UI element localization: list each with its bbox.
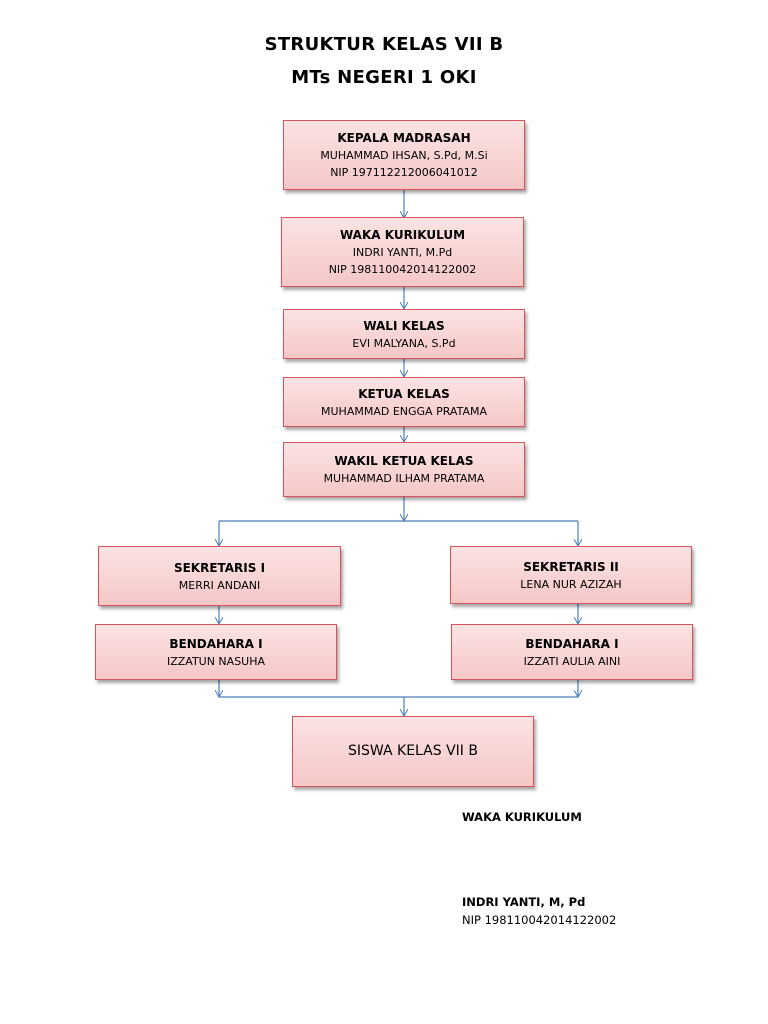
- node-role: WAKA KURIKULUM: [339, 228, 466, 242]
- node-role: KETUA KELAS: [358, 386, 450, 401]
- node-role: WAKIL KETUA KELAS: [334, 454, 474, 468]
- node-person-name: MUHAMMAD ILHAM PRATAMA: [323, 472, 485, 485]
- page-title: STRUKTUR KELAS VII B: [264, 34, 504, 55]
- node-person-name: MERRI ANDANI: [178, 578, 261, 592]
- node-sekretaris-2: SEKRETARIS II LENA NUR AZIZAH: [450, 546, 692, 604]
- node-nip: NIP 198110042014122002: [328, 263, 477, 276]
- node-person-name: MUHAMMAD ENGGA PRATAMA: [321, 404, 487, 418]
- node-kepala-madrasah: KEPALA MADRASAH MUHAMMAD IHSAN, S.Pd, M.…: [283, 120, 525, 190]
- node-bendahara-2: BENDAHARA I IZZATI AULIA AINI: [451, 624, 693, 680]
- node-role: BENDAHARA I: [169, 636, 263, 651]
- node-person-name: MUHAMMAD IHSAN, S.Pd, M.Si: [320, 149, 488, 162]
- node-role: BENDAHARA I: [525, 636, 619, 651]
- node-wali-kelas: WALI KELAS EVI MALYANA, S.Pd: [283, 309, 525, 359]
- node-person-name: IZZATUN NASUHA: [166, 654, 266, 668]
- node-sekretaris-1: SEKRETARIS I MERRI ANDANI: [98, 546, 341, 606]
- node-siswa-kelas: SISWA KELAS VII B: [292, 716, 534, 787]
- node-role: WALI KELAS: [363, 318, 445, 333]
- node-nip: NIP 197112212006041012: [330, 166, 478, 179]
- node-role: SEKRETARIS I: [173, 560, 266, 575]
- node-role: KEPALA MADRASAH: [337, 131, 471, 145]
- node-person-name: IZZATI AULIA AINI: [523, 654, 621, 668]
- page-subtitle: MTs NEGERI 1 OKI: [291, 67, 477, 88]
- node-ketua-kelas: KETUA KELAS MUHAMMAD ENGGA PRATAMA: [283, 377, 525, 427]
- node-role: SEKRETARIS II: [523, 559, 619, 574]
- node-wakil-ketua-kelas: WAKIL KETUA KELAS MUHAMMAD ILHAM PRATAMA: [283, 442, 525, 497]
- node-person-name: EVI MALYANA, S.Pd: [352, 336, 456, 350]
- node-bendahara-1: BENDAHARA I IZZATUN NASUHA: [95, 624, 337, 680]
- node-waka-kurikulum: WAKA KURIKULUM INDRI YANTI, M.Pd NIP 198…: [281, 217, 524, 287]
- signature-position: WAKA KURIKULUM: [462, 810, 582, 824]
- signature-name: INDRI YANTI, M, Pd: [462, 895, 586, 909]
- signature-nip: NIP 198110042014122002: [462, 913, 617, 927]
- node-person-name: INDRI YANTI, M.Pd: [352, 246, 453, 259]
- node-label: SISWA KELAS VII B: [348, 743, 478, 759]
- node-person-name: LENA NUR AZIZAH: [520, 577, 622, 591]
